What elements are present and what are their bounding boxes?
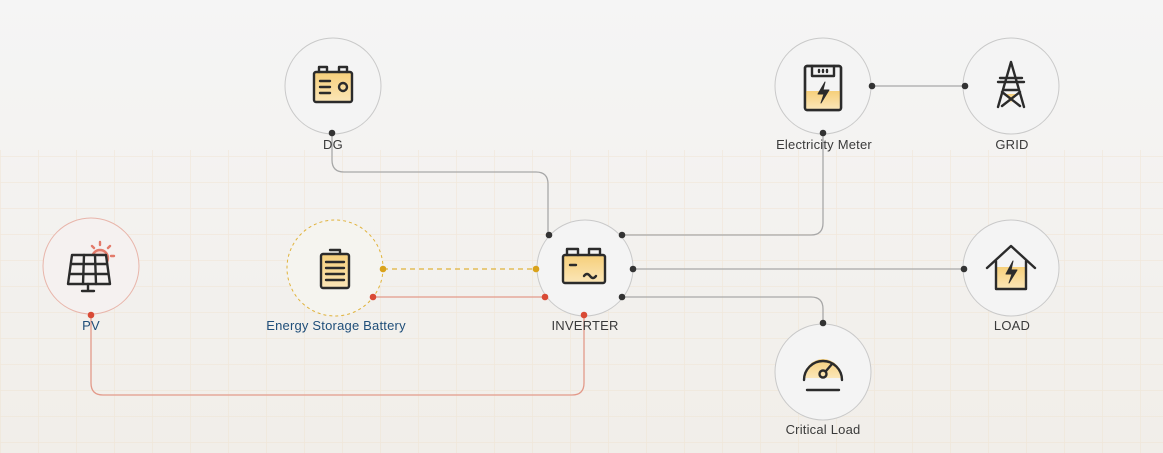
connector-inverter-critical	[622, 296, 824, 323]
connector-dg-inverter	[331, 133, 549, 235]
label-load: LOAD	[993, 318, 1031, 333]
gauge-icon	[802, 359, 844, 392]
port-dot	[328, 129, 336, 137]
label-grid: GRID	[995, 137, 1029, 152]
port-dot	[629, 265, 637, 273]
label-dg: DG	[323, 137, 343, 152]
port-dot	[532, 265, 540, 273]
port-dot	[545, 231, 553, 239]
house-power-icon	[985, 244, 1037, 291]
port-dot	[618, 231, 626, 239]
port-dot	[379, 265, 387, 273]
port-dot	[580, 311, 588, 319]
port-dot	[961, 82, 969, 90]
port-dot	[868, 82, 876, 90]
node-grid[interactable]	[962, 37, 1060, 135]
label-inverter: INVERTER	[551, 318, 619, 333]
port-dot	[819, 319, 827, 327]
label-battery: Energy Storage Battery	[266, 318, 406, 333]
port-dot	[541, 293, 549, 301]
battery-icon	[319, 248, 351, 290]
solar-panel-icon	[66, 240, 116, 293]
connector-inverter-meter	[622, 133, 824, 236]
port-dot	[960, 265, 968, 273]
port-dot	[87, 311, 95, 319]
port-dot	[618, 293, 626, 301]
label-electricity-meter: Electricity Meter	[776, 137, 872, 152]
label-pv: PV	[82, 318, 100, 333]
inverter-icon	[561, 247, 607, 285]
transmission-tower-icon	[996, 60, 1026, 109]
label-critical-load: Critical Load	[785, 422, 861, 437]
generator-icon	[312, 65, 354, 104]
connector-pv-inverter	[90, 315, 585, 396]
port-dot	[819, 129, 827, 137]
port-dot	[369, 293, 377, 301]
electricity-meter-icon	[803, 64, 843, 112]
